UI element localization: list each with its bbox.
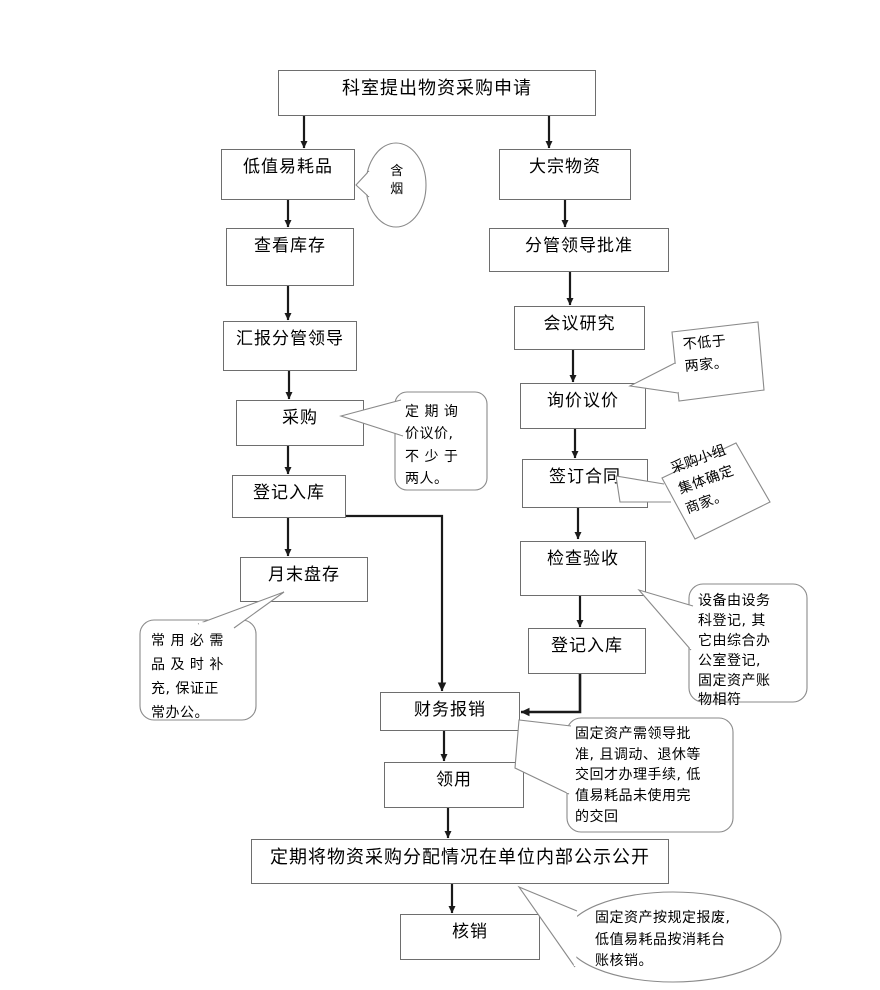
node-contract-label: 签订合同 <box>549 467 621 487</box>
callout-price-shape <box>339 391 488 491</box>
node-low-value-label: 低值易耗品 <box>243 157 333 177</box>
callout-register-rule-shape <box>637 583 808 703</box>
node-publicize-label: 定期将物资采购分配情况在单位内部公示公开 <box>270 847 650 868</box>
callout-two-firms-text: 不低于 两家。 <box>682 333 729 375</box>
callout-fixed-asset: 固定资产需领导批 准, 且调动、退休等 交回才办理手续, 低 值易耗品未使用完 … <box>513 716 741 836</box>
node-check-stock-label: 查看库存 <box>254 236 326 256</box>
callout-supply: 常 用 必 需 品 及 时 补 充, 保证正 常办公。 <box>136 591 285 721</box>
node-purchase[interactable]: 采购 <box>236 400 364 446</box>
node-inquiry-label: 询价议价 <box>547 391 619 411</box>
node-inspect-label: 检查验收 <box>547 549 619 569</box>
node-writeoff-label: 核销 <box>452 922 488 942</box>
node-bulk-label: 大宗物资 <box>529 157 601 177</box>
node-approval[interactable]: 分管领导批准 <box>489 228 669 272</box>
callout-writeoff-rule: 固定资产按规定报废, 低值易耗品按消耗台 账核销。 <box>517 885 783 983</box>
node-collect[interactable]: 领用 <box>384 762 524 808</box>
callout-smoke-text: 含 烟 <box>390 164 404 197</box>
node-report-leader-label: 汇报分管领导 <box>236 329 344 349</box>
callout-smoke-shape <box>355 142 427 228</box>
callout-group: 采购小组 集体确定 商家。 <box>615 440 771 545</box>
node-register-right[interactable]: 登记入库 <box>528 628 646 674</box>
node-register-right-label: 登记入库 <box>551 636 623 656</box>
callout-smoke: 含 烟 <box>355 141 428 229</box>
node-register-left[interactable]: 登记入库 <box>232 475 346 518</box>
node-inquiry[interactable]: 询价议价 <box>520 383 646 429</box>
callout-writeoff-rule-text: 固定资产按规定报废, 低值易耗品按消耗台 账核销。 <box>595 910 731 970</box>
arrow-register-left-to-reimburse <box>346 514 447 692</box>
callout-fixed-asset-text: 固定资产需领导批 准, 且调动、退休等 交回才办理手续, 低 值易耗品未使用完 … <box>575 726 701 825</box>
node-inspect[interactable]: 检查验收 <box>520 541 646 596</box>
callout-writeoff-rule-shape <box>517 885 782 983</box>
callout-fixed-asset-shape <box>514 717 734 833</box>
node-low-value[interactable]: 低值易耗品 <box>221 149 355 200</box>
callout-register-rule-text: 设备由设务 科登记, 其 它由综合办 公室登记, 固定资产账 物相符 <box>698 593 771 709</box>
node-bulk[interactable]: 大宗物资 <box>499 149 631 200</box>
callout-price-text: 定 期 询 价议价, 不 少 于 两人。 <box>405 404 459 488</box>
node-purchase-label: 采购 <box>282 408 318 428</box>
callout-group-shape <box>615 442 771 540</box>
node-collect-label: 领用 <box>436 770 472 790</box>
node-approval-label: 分管领导批准 <box>525 236 633 256</box>
node-apply[interactable]: 科室提出物资采购申请 <box>278 70 596 116</box>
node-report-leader[interactable]: 汇报分管领导 <box>223 321 357 371</box>
node-meeting[interactable]: 会议研究 <box>514 306 645 350</box>
node-reimburse[interactable]: 财务报销 <box>380 692 520 731</box>
node-month-end-label: 月末盘存 <box>268 565 340 585</box>
callout-two-firms: 不低于 两家。 <box>628 318 766 408</box>
node-reimburse-label: 财务报销 <box>414 700 486 720</box>
node-register-left-label: 登记入库 <box>253 483 325 503</box>
arrow-register-right-to-reimburse <box>520 674 582 717</box>
callout-register-rule: 设备由设务 科登记, 其 它由综合办 公室登记, 固定资产账 物相符 <box>637 582 825 708</box>
callout-supply-shape <box>139 591 285 721</box>
callout-price: 定 期 询 价议价, 不 少 于 两人。 <box>339 388 493 493</box>
node-apply-label: 科室提出物资采购申请 <box>342 78 532 99</box>
node-meeting-label: 会议研究 <box>543 314 616 334</box>
node-writeoff[interactable]: 核销 <box>400 914 540 960</box>
callout-two-firms-shape <box>628 321 765 402</box>
callout-supply-text: 常 用 必 需 品 及 时 补 充, 保证正 常办公。 <box>151 633 224 722</box>
node-check-stock[interactable]: 查看库存 <box>226 228 354 286</box>
node-month-end[interactable]: 月末盘存 <box>240 557 368 602</box>
node-publicize[interactable]: 定期将物资采购分配情况在单位内部公示公开 <box>251 839 669 884</box>
